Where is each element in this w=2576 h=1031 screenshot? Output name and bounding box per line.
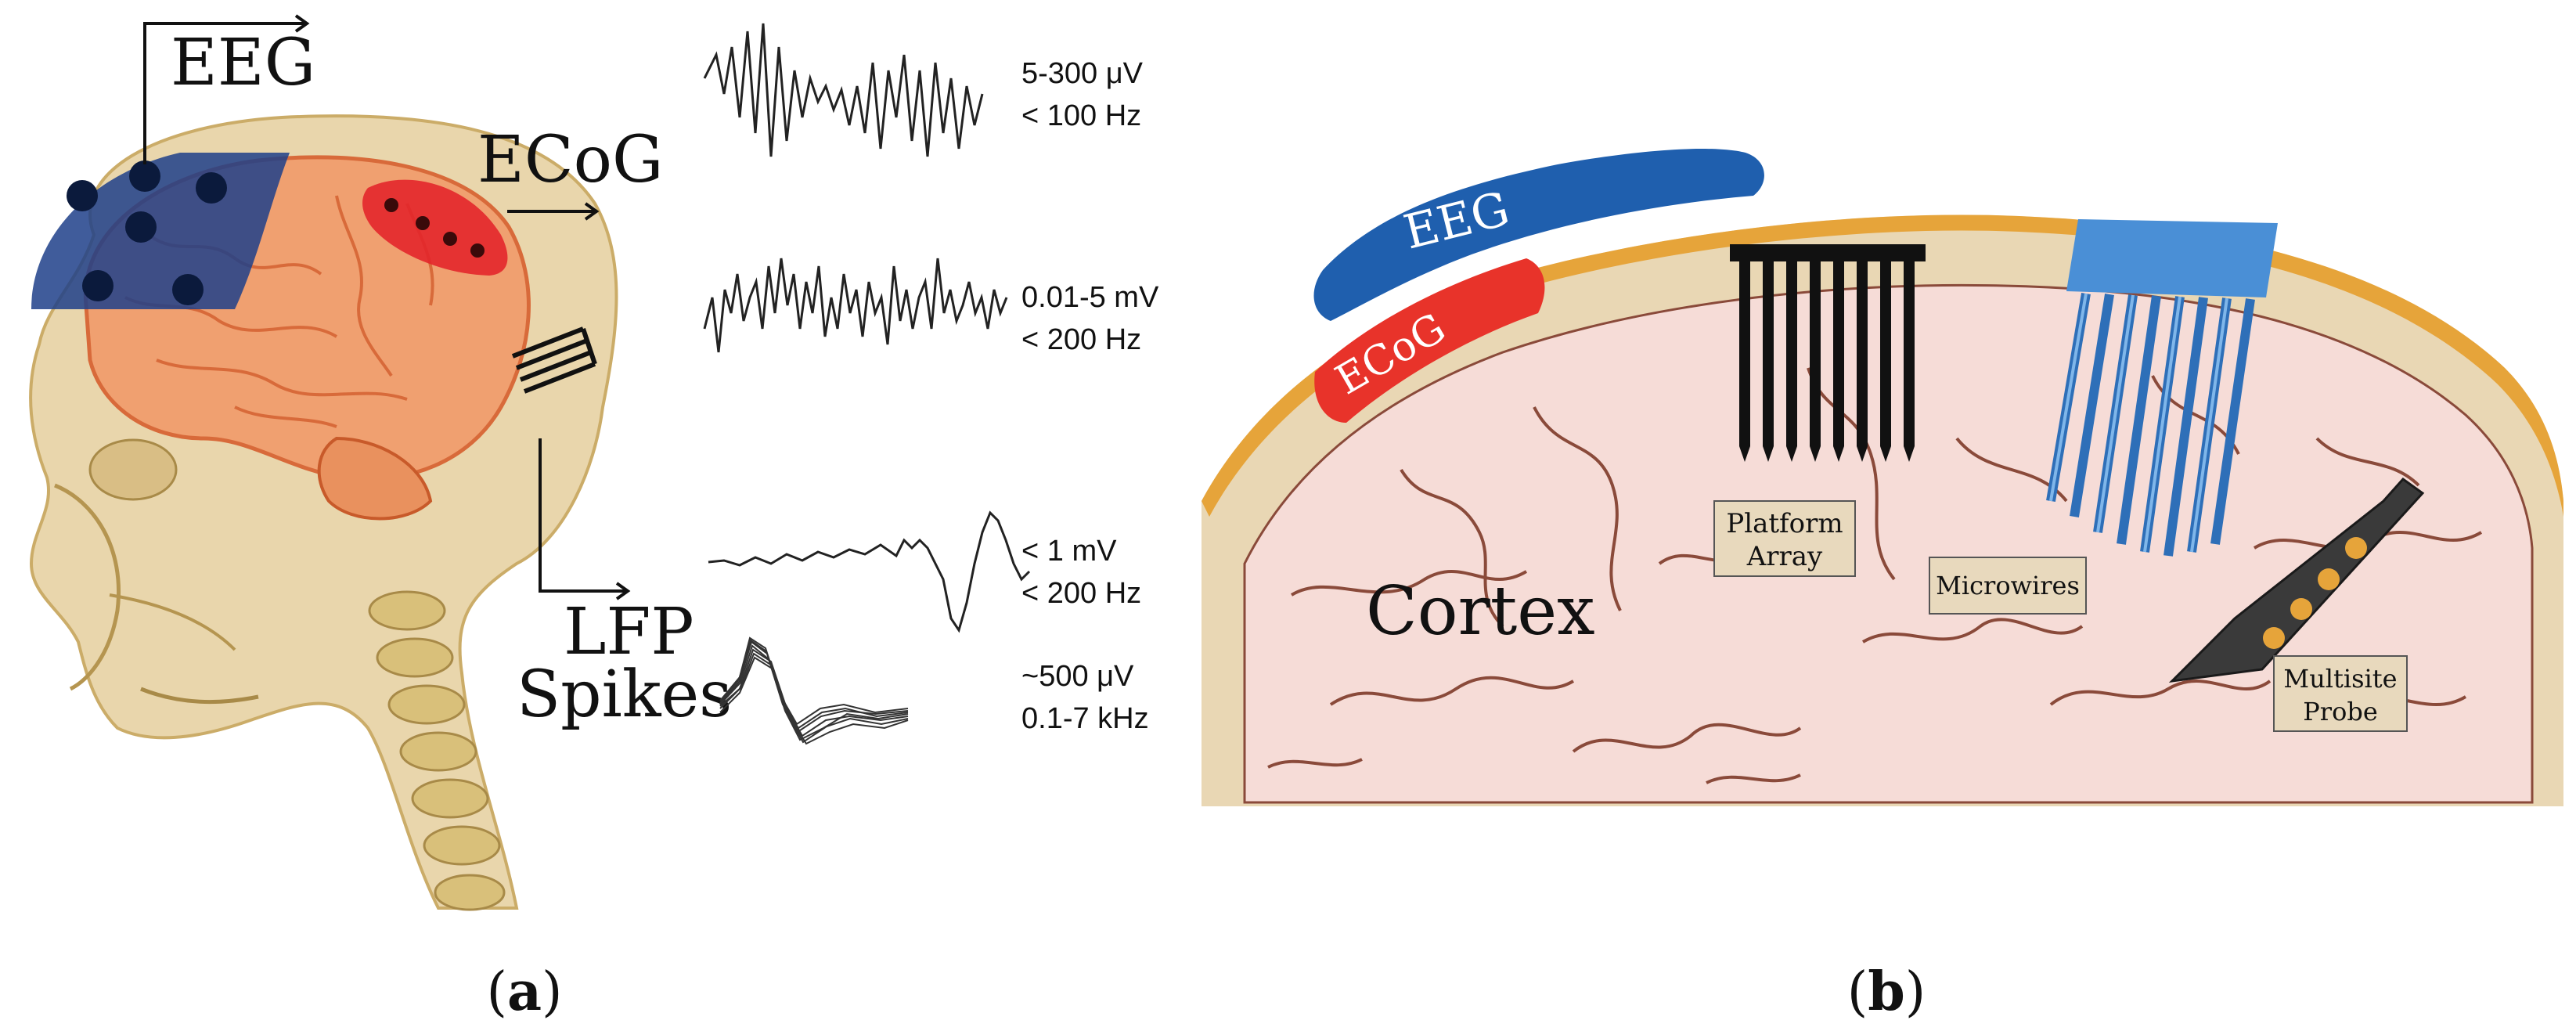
platform-array-electrode: [1730, 244, 1926, 462]
eeg-label-a: EEG: [171, 26, 315, 100]
cortex-label: Cortex: [1366, 572, 1595, 651]
lfp-arrow: [539, 438, 626, 593]
eeg-amplitude: 5-300 μV: [1021, 57, 1144, 90]
caption-b: (b): [1847, 961, 1926, 1023]
microwires-electrode: [2046, 219, 2278, 557]
multisite-label-line1: Multisite: [2283, 664, 2397, 694]
eeg-frequency: < 100 Hz: [1021, 99, 1141, 132]
caption-a: (a): [486, 961, 562, 1023]
eeg-arrow: [143, 22, 305, 164]
microwires-label: Microwires: [1929, 557, 2087, 615]
platform-label-line1: Platform: [1726, 508, 1843, 539]
microwires-label-text: Microwires: [1936, 571, 2080, 600]
platform-label-line2: Array: [1746, 541, 1823, 572]
eeg-trace: [703, 23, 984, 157]
spike-waveforms: [719, 636, 909, 745]
spikes-label: Spikes: [517, 658, 732, 732]
ecog-label-a: ECoG: [477, 123, 663, 197]
lfp-amplitude: < 1 mV: [1021, 535, 1117, 568]
multisite-label-line2: Probe: [2303, 697, 2378, 726]
panel-b: EEG ECoG Platform Array: [1202, 149, 2563, 1023]
lfp-label: LFP: [564, 595, 694, 669]
spikes-amplitude: ~500 μV: [1021, 660, 1134, 693]
signal-traces: [703, 23, 1031, 745]
ecog-frequency: < 200 Hz: [1021, 323, 1141, 356]
cervical-spine: [368, 590, 506, 911]
platform-array-label: Platform Array: [1713, 500, 1856, 577]
multisite-probe-electrode: [2168, 477, 2425, 683]
eeg-label-b: EEG: [1399, 182, 1515, 261]
label-arrows: [143, 14, 631, 600]
signal-annotations: 5-300 μV < 100 Hz 0.01-5 mV < 200 Hz < 1…: [1021, 57, 1159, 735]
eeg-electrode-cap: [31, 153, 290, 309]
intracortical-electrodes: [511, 326, 597, 394]
ecog-trace: [703, 258, 1008, 353]
ecog-amplitude: 0.01-5 mV: [1021, 281, 1159, 314]
spikes-frequency: 0.1-7 kHz: [1021, 702, 1149, 735]
panel-a: EEG ECoG LFP Spikes 5-300 μV < 100 Hz 0.…: [29, 14, 1159, 1023]
multisite-probe-label: Multisite Probe: [2273, 655, 2408, 732]
ecog-electrode-grid: [362, 179, 508, 276]
lfp-frequency: < 200 Hz: [1021, 577, 1141, 610]
lfp-trace: [708, 510, 1031, 633]
